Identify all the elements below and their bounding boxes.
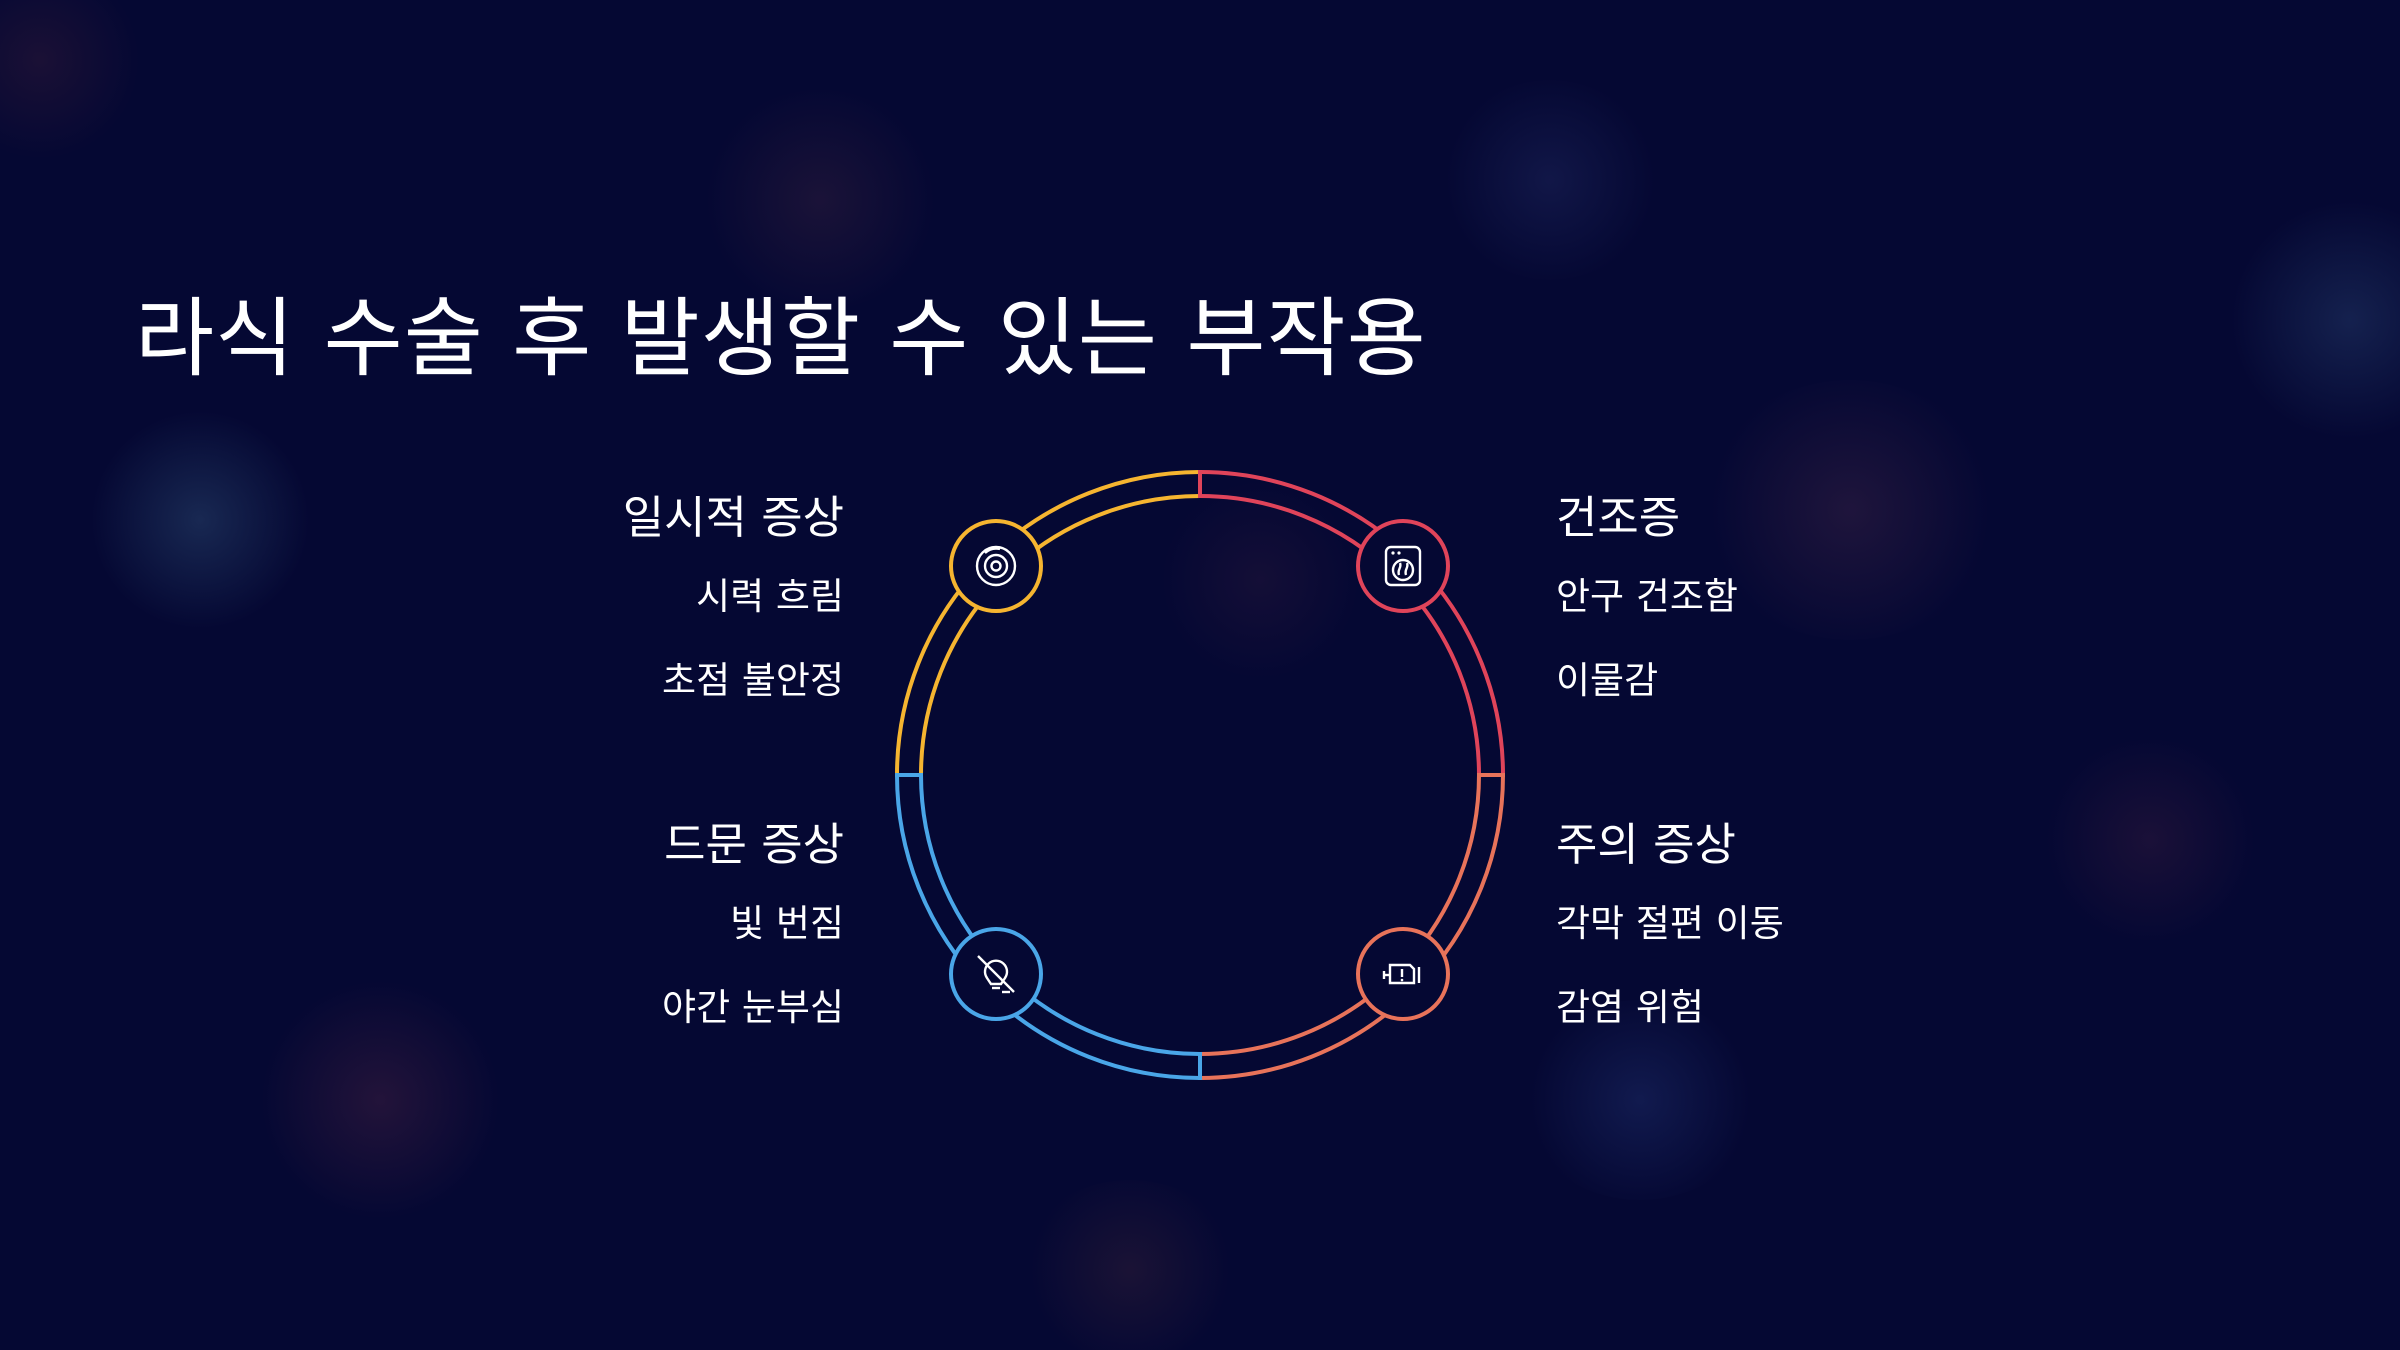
node-bottom-left [949, 927, 1043, 1021]
ring-arc-bottom-left-outer [895, 774, 1201, 1080]
background-glow [260, 980, 500, 1220]
eye-lens-icon [975, 545, 1017, 587]
light-slash-icon [977, 955, 1015, 994]
group-caution-symptoms: 주의 증상 각막 절편 이동 감염 위험 [1556, 817, 1916, 1032]
page-title: 라식 수술 후 발생할 수 있는 부작용 [135, 289, 1427, 389]
symptom-item: 감염 위험 [1556, 986, 1704, 1029]
cycle-diagram [895, 470, 1505, 1080]
group-heading: 드문 증상 [664, 818, 844, 871]
ring-arc-bottom-left-inner [919, 774, 1201, 1056]
symptom-item: 각막 절편 이동 [1556, 902, 1784, 945]
ring-arc-top-left-outer [895, 470, 1201, 776]
node-top-right [1356, 519, 1450, 613]
group-temporary-symptoms: 일시적 증상 시력 흐림 초점 불안정 [484, 490, 844, 705]
background-glow [90, 410, 310, 630]
symptom-item: 이물감 [1556, 659, 1659, 702]
warning-engine-icon [1382, 963, 1421, 985]
background-glow [1440, 80, 1660, 280]
ring-arc-bottom-right-inner [1199, 774, 1481, 1056]
symptom-list: 시력 흐림 초점 불안정 [484, 573, 844, 705]
dry-eye-drops-icon [1384, 545, 1422, 587]
background-glow [0, 0, 140, 160]
group-dryness: 건조증 안구 건조함 이물감 [1556, 490, 1916, 705]
node-circle [1356, 519, 1450, 613]
segment-dividers [895, 470, 1505, 1080]
ring-arc-top-right-outer [1199, 470, 1505, 776]
symptom-item: 안구 건조함 [1556, 575, 1738, 618]
background-glow [2230, 200, 2400, 440]
node-circle [949, 519, 1043, 613]
symptom-item: 빛 번짐 [730, 902, 844, 945]
symptom-item: 초점 불안정 [662, 659, 844, 702]
group-heading: 건조증 [1556, 491, 1681, 544]
group-rare-symptoms: 드문 증상 빛 번짐 야간 눈부심 [484, 817, 844, 1032]
symptom-list: 빛 번짐 야간 눈부심 [484, 900, 844, 1032]
group-heading: 주의 증상 [1556, 818, 1736, 871]
node-bottom-right [1356, 927, 1450, 1021]
ring-arc-bottom-right-outer [1199, 774, 1505, 1080]
node-top-left [949, 519, 1043, 613]
symptom-list: 안구 건조함 이물감 [1556, 573, 1916, 705]
symptom-list: 각막 절편 이동 감염 위험 [1556, 900, 1916, 1032]
symptom-item: 시력 흐림 [696, 575, 844, 618]
symptom-item: 야간 눈부심 [662, 986, 844, 1029]
group-heading: 일시적 증상 [622, 491, 844, 544]
background-glow [2040, 740, 2260, 940]
background-glow [1020, 1180, 1240, 1350]
